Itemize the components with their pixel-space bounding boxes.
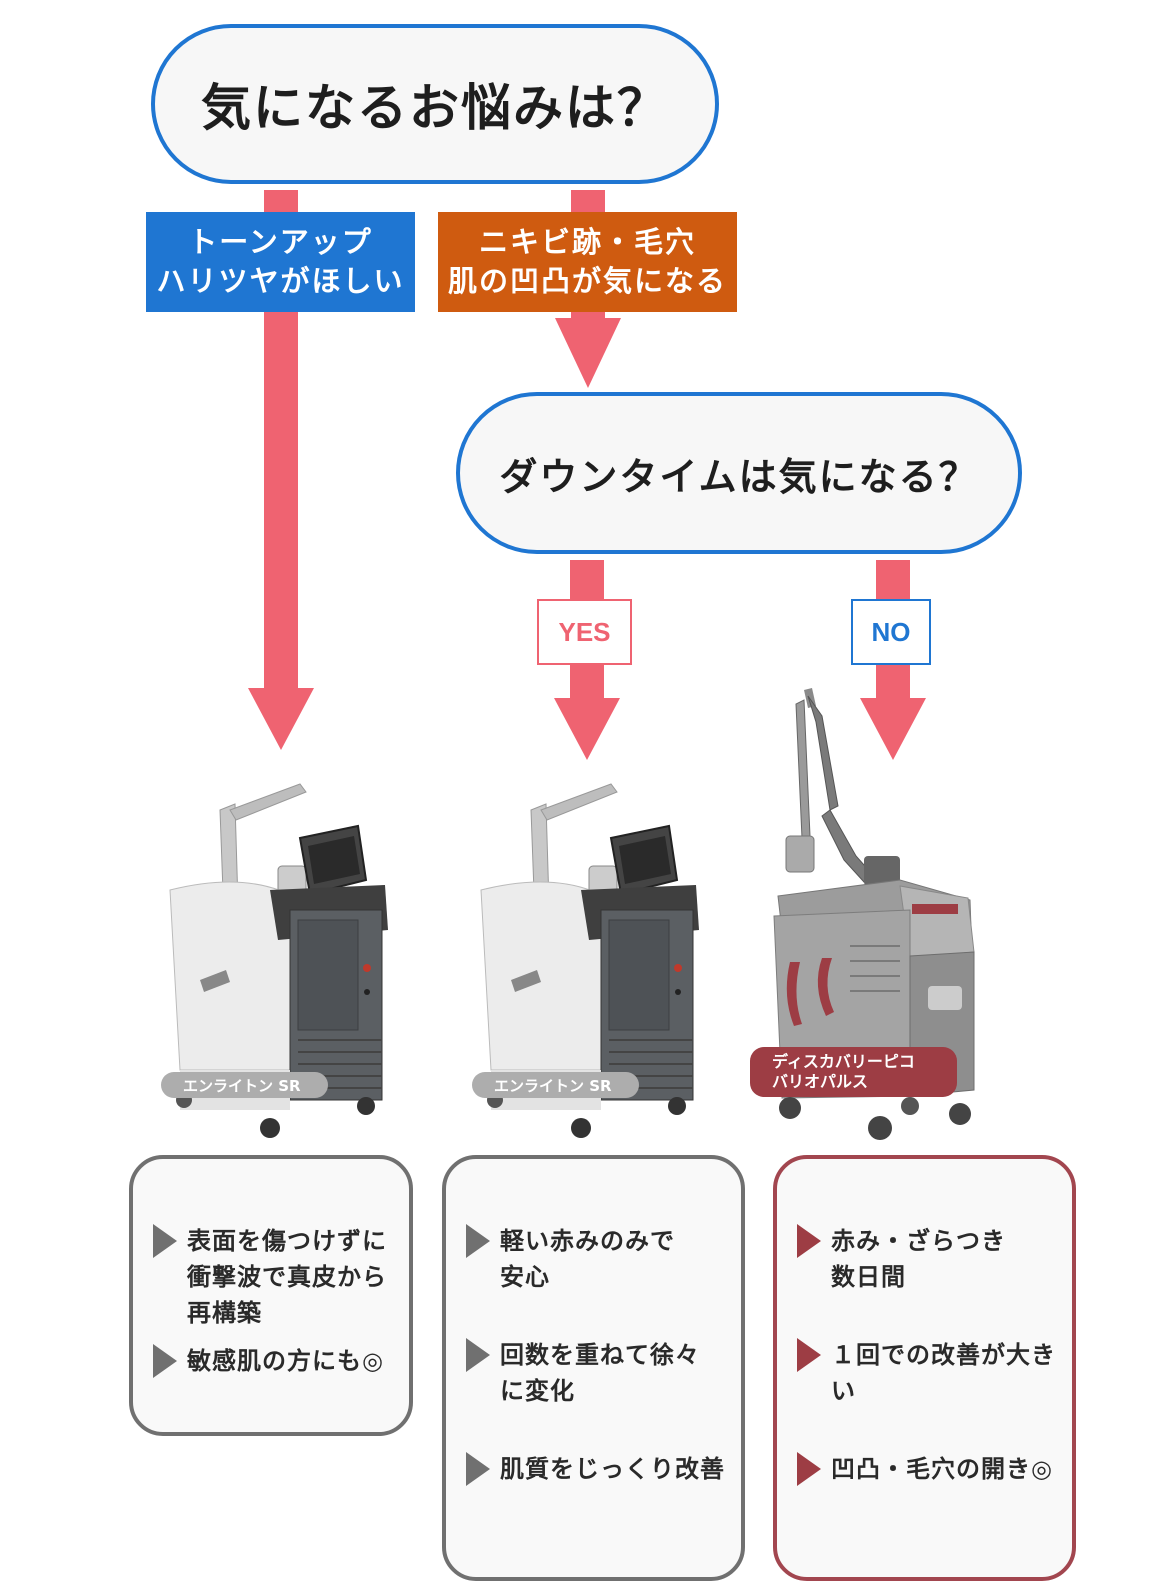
list-item-text: 表面を傷つけずに 衝撃波で真皮から 再構築	[187, 1227, 387, 1327]
yes-tag: YES	[537, 599, 632, 665]
machine-label-2: エンライトン SR	[472, 1072, 639, 1098]
list-item-text: 凹凸・毛穴の開き◎	[831, 1455, 1053, 1483]
machine-label-3-line2: バリオパルス	[772, 1072, 869, 1091]
question-downtime-text: ダウンタイムは気になる？	[499, 454, 979, 499]
arrow-yes-head	[554, 698, 620, 760]
list-item-text: 敏感肌の方にも◎	[187, 1347, 384, 1375]
list-item: 敏感肌の方にも◎	[153, 1343, 384, 1379]
bullet-triangle-icon	[466, 1452, 490, 1486]
bullet-triangle-icon	[797, 1224, 821, 1258]
feature-card-enlighten-tone: 表面を傷つけずに 衝撃波で真皮から 再構築 敏感肌の方にも◎	[129, 1155, 413, 1436]
list-item-text: 回数を重ねて徐々 に変化	[500, 1341, 700, 1405]
machine-label-2-text: エンライトン SR	[494, 1076, 612, 1095]
arrow-left-head	[248, 688, 314, 750]
bullet-triangle-icon	[466, 1224, 490, 1258]
feature-card-enlighten-acne: 軽い赤みのみで 安心 回数を重ねて徐々 に変化 肌質をじっくり改善	[442, 1155, 745, 1581]
list-item: 表面を傷つけずに 衝撃波で真皮から 再構築	[153, 1223, 387, 1331]
question-main: 気になるお悩みは？	[151, 24, 719, 184]
machine-label-3-line1: ディスカバリーピコ	[772, 1052, 915, 1071]
bullet-triangle-icon	[797, 1338, 821, 1372]
arrow-no-head	[860, 698, 926, 760]
machine-label-1: エンライトン SR	[161, 1072, 328, 1098]
bullet-triangle-icon	[153, 1224, 177, 1258]
branch-acne-pores: ニキビ跡・毛穴 肌の凹凸が気になる	[438, 212, 737, 312]
question-main-text: 気になるお悩みは？	[201, 79, 669, 137]
no-tag-text: NO	[871, 616, 911, 647]
bullet-triangle-icon	[153, 1344, 177, 1378]
list-item-text: 軽い赤みのみで 安心	[500, 1227, 675, 1291]
no-tag: NO	[851, 599, 931, 665]
machine-label-3: ディスカバリーピコ バリオパルス	[750, 1047, 957, 1097]
yes-tag-text: YES	[558, 616, 611, 647]
machine-label-1-text: エンライトン SR	[183, 1076, 301, 1095]
list-item-text: １回での改善が大きい	[831, 1341, 1056, 1405]
list-item: 回数を重ねて徐々 に変化	[466, 1337, 700, 1409]
list-item-text: 肌質をじっくり改善	[500, 1455, 725, 1483]
list-item: 凹凸・毛穴の開き◎	[797, 1451, 1053, 1487]
branch-acne-pores-line1: ニキビ跡・毛穴	[478, 224, 696, 259]
arrow-mid-head-upper	[555, 318, 621, 388]
list-item: 赤み・ざらつき 数日間	[797, 1223, 1006, 1295]
bullet-triangle-icon	[797, 1452, 821, 1486]
list-item: 軽い赤みのみで 安心	[466, 1223, 675, 1295]
question-downtime: ダウンタイムは気になる？	[456, 392, 1022, 554]
branch-tone-up-line2: ハリツヤがほしい	[156, 264, 405, 298]
list-item-text: 赤み・ざらつき 数日間	[831, 1227, 1006, 1291]
branch-tone-up: トーンアップ ハリツヤがほしい	[146, 212, 415, 312]
branch-tone-up-line1: トーンアップ	[188, 224, 373, 259]
list-item: 肌質をじっくり改善	[466, 1451, 725, 1487]
feature-card-discovery-pico: 赤み・ざらつき 数日間 １回での改善が大きい 凹凸・毛穴の開き◎	[773, 1155, 1076, 1581]
list-item: １回での改善が大きい	[797, 1337, 1072, 1409]
branch-acne-pores-line2: 肌の凹凸が気になる	[447, 264, 727, 298]
bullet-triangle-icon	[466, 1338, 490, 1372]
